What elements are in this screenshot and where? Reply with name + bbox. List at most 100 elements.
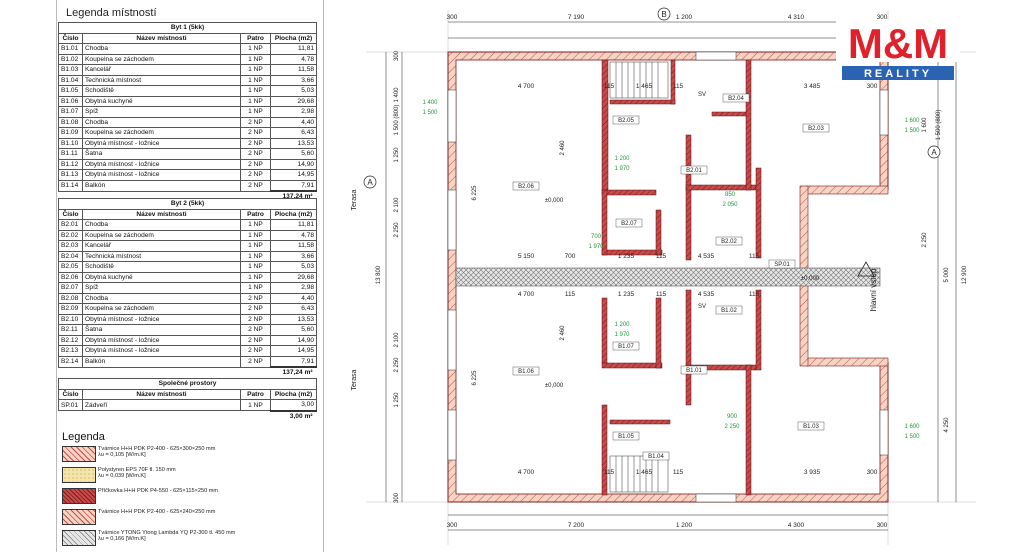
room-id: B1.04 [648,454,664,460]
dimension-label: 1 235 [618,291,635,298]
material-swatch [62,446,96,462]
material-swatch [62,530,96,546]
dimension-label: 2 100 [394,197,400,213]
table-cell: Technická místnost [82,74,241,86]
table-cell: Spíž [82,106,241,118]
dimension-label: 1 200 [676,522,693,529]
table-cell: 1 NP [240,85,271,97]
total-row: 137,24 m² [59,366,317,378]
legend-rooms-title: Legenda místností [66,7,157,19]
table-cell: 1 NP [240,399,271,411]
table-cell: 2 NP [240,345,271,357]
room-id: B2.02 [721,239,737,245]
table-cell: Koupelna se záchodem [82,53,241,65]
window-dimension: 1 500 [904,128,920,134]
room-elevation: ±0,000 [801,276,820,282]
table-cell: B2.05 [58,261,83,273]
room-dimension: 6 225 [472,370,478,386]
window-dimension: 900 [727,414,738,420]
table-cell: 2 NP [240,355,271,368]
table-cell: 3,00 [269,399,318,411]
table-cell: B1.09 [58,127,83,139]
table-cell: B1.05 [58,85,83,97]
dimension-label: 1 400 [394,87,400,103]
legend-lambda-value: λu = 0,039 [W/m.K] [98,473,146,480]
table-cell: Obytná místnost - ložnice [82,313,241,325]
dimension-label: 1 250 [394,147,400,163]
column-header: Název místnosti [82,208,241,220]
room-dimension: 2 460 [560,325,566,341]
dimension-label: 5 000 [944,267,950,283]
party-wall [455,267,881,287]
table-cell: 2 NP [240,158,271,170]
section-b-label: B [661,10,666,19]
table-cell: 29,68 [269,95,318,107]
room-id: B2.04 [728,96,744,102]
section-a-left-label: A [367,178,373,187]
table-cell: Obytná místnost - ložnice [82,345,241,357]
room-label-box [797,421,825,431]
table-cell: B1.02 [58,53,83,65]
table-cell: B2.11 [58,324,83,336]
table-cell: 1 NP [240,106,271,118]
dimension-label: 1 600 [922,117,928,133]
table-cell: 14,95 [269,169,318,181]
window-dimension: 2 050 [722,202,738,208]
panel-border-left [56,0,57,552]
table-cell: 1 NP [240,43,271,55]
room-id: B2.07 [621,221,637,227]
table-cell: B1.12 [58,158,83,170]
room-label-box [680,165,708,175]
table-cell: 1 NP [240,271,271,283]
table-cell: B2.12 [58,334,83,346]
legend-item: Tvárnice H+H PDK P2-400 - 625×300×250 mm… [62,446,322,464]
room-id: B2.03 [808,126,824,132]
table-cell: Koupelna se záchodem [82,229,241,241]
column-header: Plocha (m2) [269,388,318,400]
dimension-label: 1 465 [636,83,653,90]
total-area: 3,00 m² [270,409,317,421]
room-label-box [512,366,540,376]
table-cell: 11,58 [269,240,318,252]
table-cell: 2 NP [240,324,271,336]
dimension-label: 300 [867,83,878,90]
table-cell: 4,40 [269,116,318,128]
room-id: B2.01 [686,168,702,174]
dimension-label: 4 700 [518,469,535,476]
table-cell: 2 NP [240,292,271,304]
table-cell: 14,95 [269,345,318,357]
window-dimension: 1 200 [614,322,630,328]
dimension-label: 7 200 [568,522,585,529]
room-label-box [768,259,796,269]
room-label-box [512,181,540,191]
legend-text: Tvárnice H+H PDK P2-400 - 625×300×250 mm… [98,446,318,458]
table-cell: B1.14 [58,179,83,192]
dimension-label: 1 250 [394,392,400,408]
main-entrance-label: hlavní vstup [869,268,878,311]
table-cell: B2.10 [58,313,83,325]
total-area: 137,24 m² [270,190,317,202]
table-cell: B2.02 [58,229,83,241]
table-cell: B1.01 [58,43,83,55]
table-cell: Koupelna se záchodem [82,127,241,139]
dimension-label: 300 [877,522,888,529]
material-swatch [62,509,96,525]
table-cell: Balkón [82,355,241,368]
table-cell: B1.08 [58,116,83,128]
table-cell: 5,03 [269,261,318,273]
table-cell: 2 NP [240,148,271,160]
